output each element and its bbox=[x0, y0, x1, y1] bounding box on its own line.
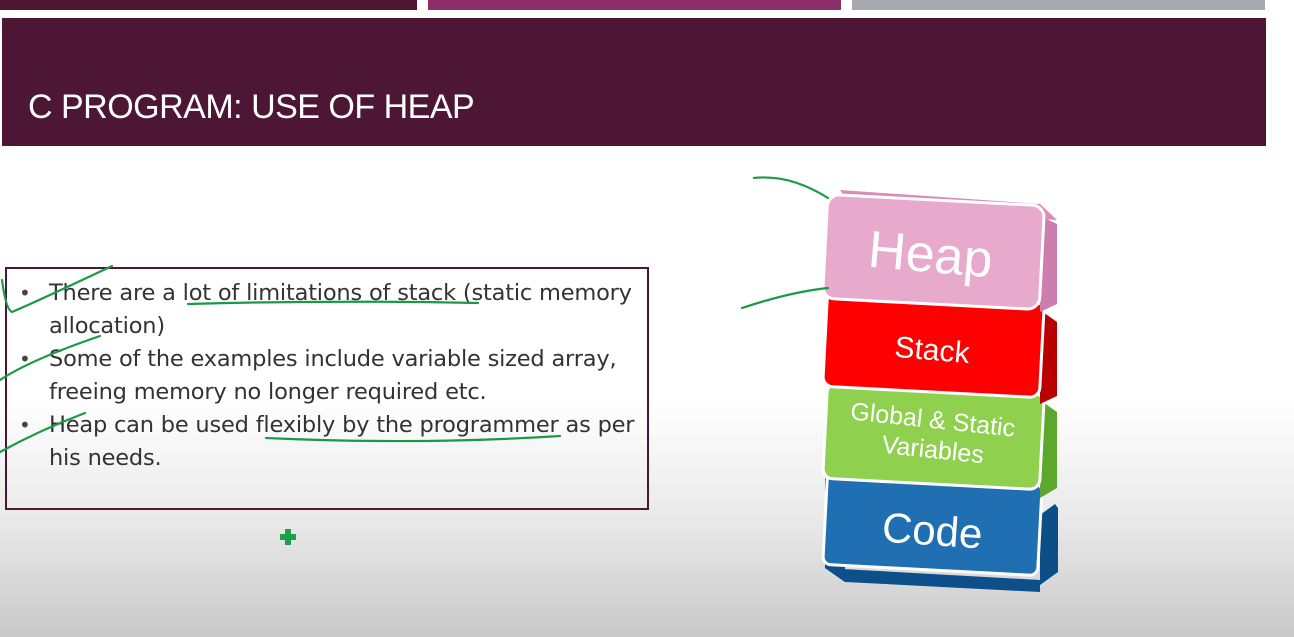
bullet-dot: • bbox=[19, 413, 31, 437]
memory-block-stack: Stack bbox=[821, 289, 1057, 404]
title-band bbox=[2, 18, 1266, 146]
memory-block-heap: Heap bbox=[821, 190, 1057, 312]
block-label-heap: Heap bbox=[866, 221, 995, 290]
plus-cursor-icon bbox=[280, 529, 296, 545]
slide-title: C PROGRAM: USE OF HEAP bbox=[28, 88, 475, 126]
bullet-item-heap-flexible: • Heap can be used flexibly by the progr… bbox=[19, 409, 639, 475]
block-label-code: Code bbox=[881, 504, 984, 558]
bullet-text: Heap can be used flexibly by the program… bbox=[49, 412, 635, 471]
memory-block-global-static: Global & Static Variables bbox=[821, 381, 1057, 498]
bullet-list: • There are a lot of limitations of stac… bbox=[19, 277, 639, 475]
bullet-item-stack-limits: • There are a lot of limitations of stac… bbox=[19, 277, 639, 343]
bullet-text: There are a lot of limitations of stack … bbox=[49, 280, 632, 339]
accent-bar-middle bbox=[428, 0, 841, 10]
memory-block-code: Code bbox=[821, 471, 1058, 592]
accent-bar-right bbox=[852, 0, 1265, 10]
block-label-stack: Stack bbox=[893, 331, 972, 371]
bullet-dot: • bbox=[19, 281, 31, 305]
bullet-dot: • bbox=[19, 347, 31, 371]
accent-bar-left bbox=[0, 0, 417, 10]
bullet-box: • There are a lot of limitations of stac… bbox=[5, 267, 649, 510]
memory-layout-diagram: Code Global & Static Variables Stack Hea… bbox=[821, 190, 1058, 592]
bullet-text: Some of the examples include variable si… bbox=[49, 346, 617, 405]
bullet-item-examples: • Some of the examples include variable … bbox=[19, 343, 639, 409]
